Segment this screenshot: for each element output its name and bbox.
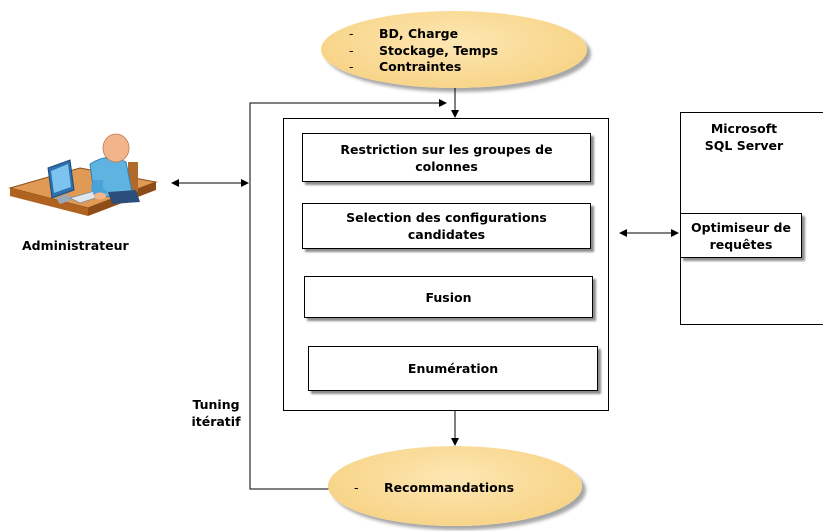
sql-server-title: Microsoft SQL Server bbox=[704, 121, 784, 153]
output-ellipse bbox=[328, 446, 582, 526]
step-fusion-label: Fusion bbox=[425, 289, 472, 305]
input-ellipse bbox=[321, 11, 587, 88]
tuning-label: Tuning itératif bbox=[191, 397, 241, 429]
step-restriction-label: Restriction sur les groupes de colonnes bbox=[340, 141, 553, 174]
output-item: -Recommandations bbox=[354, 480, 515, 495]
step-enumeration-label: Enumération bbox=[407, 361, 499, 376]
input-item-2-text: Stockage, Temps bbox=[379, 43, 499, 58]
step-restriction: Restriction sur les groupes de colonnes bbox=[302, 133, 591, 182]
input-item-1-text: BD, Charge bbox=[379, 26, 459, 41]
iterative-loop-line bbox=[249, 99, 447, 490]
step-enumeration: Enumération bbox=[308, 346, 598, 391]
step-fusion: Fusion bbox=[304, 276, 593, 318]
step-selection-label: Selection des configurations candidates bbox=[346, 210, 547, 242]
input-item-2: -Stockage, Temps bbox=[349, 43, 499, 58]
administrator-icon bbox=[8, 133, 158, 216]
step-selection: Selection des configurations candidates bbox=[302, 203, 591, 249]
input-item-3-text: Contraintes bbox=[379, 59, 462, 74]
query-optimizer-label: Optimiseur de requêtes bbox=[691, 219, 791, 252]
input-item-1: -BD, Charge bbox=[349, 26, 459, 41]
query-optimizer-box: Optimiseur de requêtes bbox=[680, 213, 802, 258]
input-item-3: -Contraintes bbox=[349, 59, 462, 74]
output-item-text: Recommandations bbox=[384, 480, 515, 495]
administrator-label: Administrateur bbox=[22, 238, 129, 253]
